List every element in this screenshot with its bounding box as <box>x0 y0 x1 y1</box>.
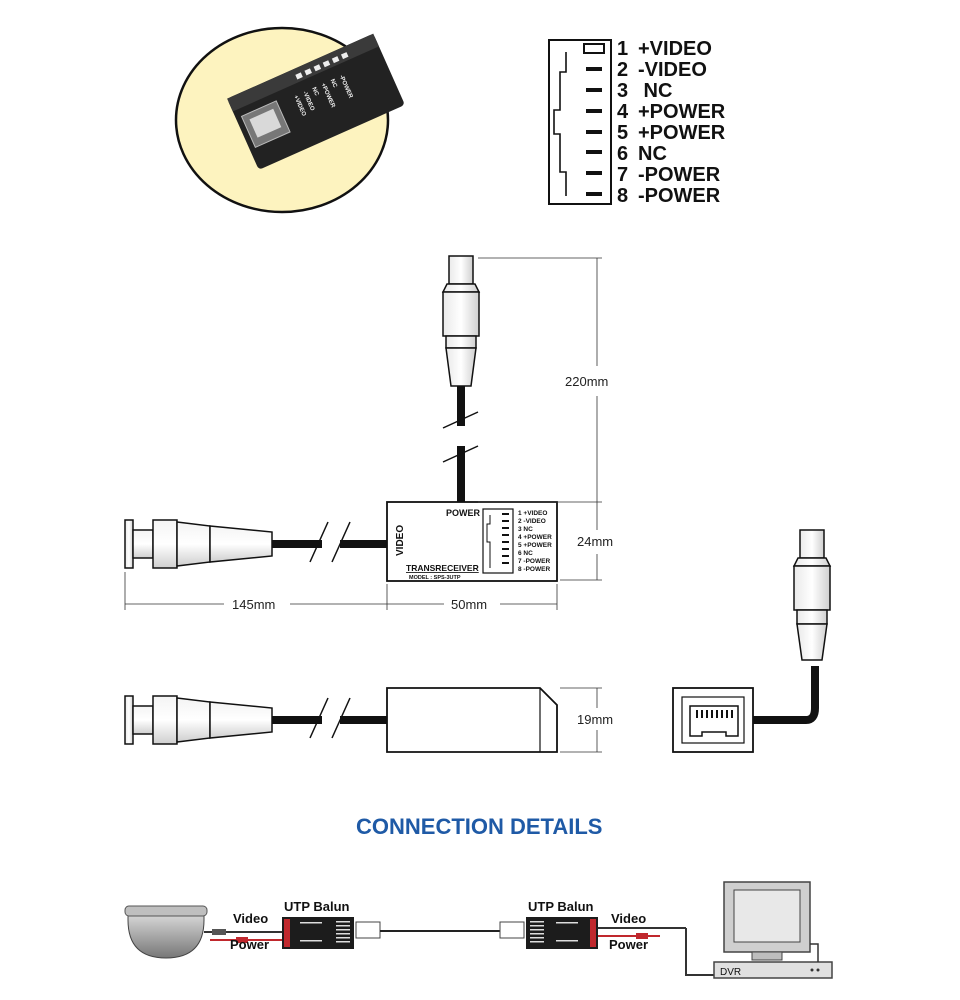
conn-power-left: Power <box>230 937 269 952</box>
pinout-labels: 1 +VIDEO 2 -VIDEO 3 NC 4 +POWER 5 +POWER… <box>617 38 726 207</box>
pin-8-num: 8 <box>617 185 628 207</box>
box-pin-7: 7 -POWER <box>518 558 550 565</box>
connection-diagram: Video Power UTP Balun UTP Balun <box>124 881 833 979</box>
pin-6-label: NC <box>638 143 667 165</box>
side-view: 19mm <box>124 687 613 753</box>
box-pin-2: 2 -VIDEO <box>518 518 546 525</box>
pinout-connector <box>548 39 612 205</box>
pin-7-num: 7 <box>617 164 628 186</box>
box-power-label: POWER <box>446 508 481 518</box>
pin-4-label: +POWER <box>638 101 726 123</box>
dim-body-length: 50mm <box>451 597 487 612</box>
box-model: MODEL : SPS-3UTP <box>409 575 461 581</box>
pin-1-label: +VIDEO <box>638 38 712 60</box>
pin-1-num: 1 <box>617 38 628 60</box>
pin-3-num: 3 <box>617 80 628 102</box>
conn-balun-left: UTP Balun <box>284 899 350 914</box>
top-view: POWER VIDEO TRANSRECEIVER MODEL : SPS-3U… <box>124 255 613 612</box>
box-pin-5: 5 +POWER <box>518 542 552 549</box>
balun-right-icon <box>526 917 598 949</box>
conn-power-right: Power <box>609 937 648 952</box>
dome-camera-icon <box>124 905 208 959</box>
pin-2-num: 2 <box>617 59 628 81</box>
pin-8-label: -POWER <box>638 185 721 207</box>
photo-text-5: NC <box>329 78 338 89</box>
pin-3-label: NC <box>638 80 672 102</box>
balun-left-icon <box>282 917 354 949</box>
connection-title: CONNECTION DETAILS <box>356 814 602 839</box>
box-pin-8: 8 -POWER <box>518 566 550 573</box>
photo-text-3: NC <box>310 87 319 98</box>
conn-video-left: Video <box>233 911 268 926</box>
box-pin-1: 1 +VIDEO <box>518 510 547 517</box>
pin-6-num: 6 <box>617 143 628 165</box>
dim-cable-top: 220mm <box>565 374 608 389</box>
monitor-icon <box>723 881 811 961</box>
box-video-label: VIDEO <box>395 525 406 556</box>
pin-5-label: +POWER <box>638 122 726 144</box>
box-pin-6: 6 NC <box>518 550 533 557</box>
conn-video-right: Video <box>611 911 646 926</box>
dvr-icon <box>713 961 833 979</box>
conn-dvr: DVR <box>720 967 741 978</box>
pin-4-num: 4 <box>617 101 629 123</box>
box-name: TRANSRECEIVER <box>406 563 479 573</box>
pin-7-label: -POWER <box>638 164 721 186</box>
dim-bnc-length: 145mm <box>232 597 275 612</box>
conn-balun-right: UTP Balun <box>528 899 594 914</box>
product-photo: +VIDEO -VIDEO NC +POWER NC -POWER <box>174 26 404 214</box>
dim-height: 24mm <box>577 534 613 549</box>
end-view <box>672 529 832 753</box>
pin-2-label: -VIDEO <box>638 59 707 81</box>
box-pin-4: 4 +POWER <box>518 534 552 541</box>
dim-thickness: 19mm <box>577 712 613 727</box>
pin-5-num: 5 <box>617 122 628 144</box>
box-pin-3: 3 NC <box>518 526 533 533</box>
